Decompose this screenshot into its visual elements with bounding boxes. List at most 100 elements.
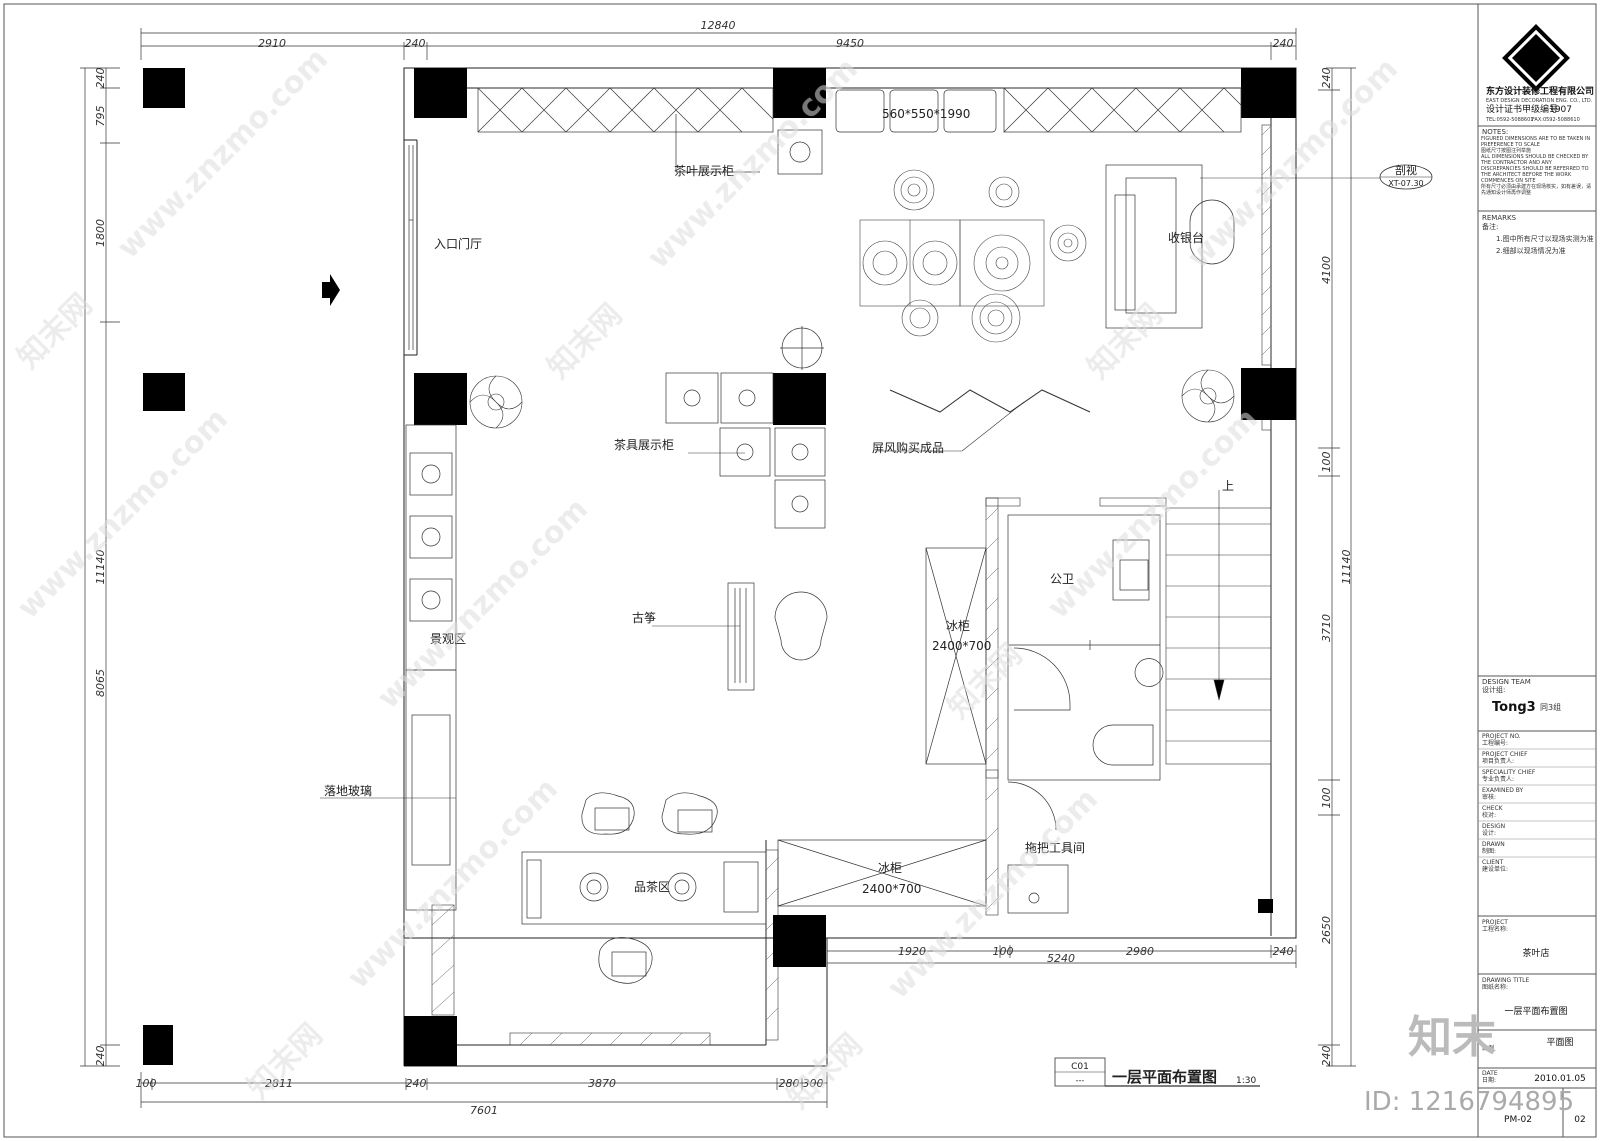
drawing-number: PM-02: [1504, 1115, 1532, 1125]
drawing-tag-sub: ---: [1076, 1076, 1085, 1085]
date-value: 2010.01.05: [1534, 1074, 1586, 1084]
title-block: 东方设计装修工程有限公司 EAST DESIGN DECORATION ENG.…: [1478, 24, 1596, 1137]
dim-right-4: 3710: [1320, 614, 1333, 642]
date-label-cn: 日期:: [1482, 1076, 1496, 1084]
row-project-no-cn: 工程编号:: [1482, 739, 1508, 747]
dim-top-3: 9450: [836, 37, 864, 50]
dim-left-3: 1800: [94, 219, 107, 247]
dim-right-6: 2650: [1320, 916, 1333, 944]
cabinet-size-label: 560*550*1990: [882, 107, 970, 121]
notes-text-cn2: 所有尺寸必须由承建方在现场核实，如有差误，请先通知设计师再作调整: [1481, 184, 1592, 196]
row-design-en: DESIGN: [1482, 823, 1505, 830]
dim-left-4: 8065: [94, 669, 107, 697]
company-fax: FAX:0592-5088610: [1532, 117, 1580, 123]
row-speciality-cn: 专业负责人:: [1482, 775, 1514, 783]
watermark-site: www.znzmo.com: [11, 402, 235, 626]
project-label: PROJECT: [1482, 919, 1508, 926]
dim-left-5: 240: [94, 1046, 107, 1067]
drawing-tag-code: C01: [1071, 1062, 1089, 1072]
fridge2-size: 2400*700: [862, 882, 921, 896]
notes-heading: NOTES:: [1482, 128, 1508, 136]
tea-area-label: 品茶区: [634, 879, 670, 894]
folding-screen: [889, 389, 1091, 413]
corner-watermark-logo: 知末: [1408, 1012, 1496, 1063]
project-label-cn: 工程名称:: [1482, 925, 1508, 933]
watermark-brand: 知末网: [541, 297, 629, 385]
dim-left-overall: 11140: [94, 550, 107, 585]
remarks-heading-cn: 备注:: [1482, 222, 1498, 231]
fridge-1: [925, 547, 987, 765]
corner-watermark-id: ID: 1216794895: [1364, 1087, 1574, 1117]
hatched-walls: [431, 124, 1272, 1046]
cert-no: 1907: [1549, 105, 1572, 115]
project-name: 茶叶店: [1522, 947, 1549, 959]
stump-tables: [859, 169, 1087, 343]
company-tel: TEL:0592-5088601: [1485, 117, 1533, 123]
watermark-site: www.znzmo.com: [371, 492, 595, 716]
row-drawn-en: DRAWN: [1482, 841, 1505, 848]
row-examined-cn: 审核:: [1482, 793, 1496, 801]
glass-label: 落地玻璃: [324, 784, 372, 798]
remarks-heading: REMARKS: [1482, 214, 1517, 222]
refrigerated-cabinets-top: [777, 89, 997, 175]
ref-code-text: XT-07.30: [1388, 179, 1423, 188]
dim-left-1: 240: [94, 68, 107, 89]
fridge2-label: 冰柜: [878, 861, 902, 875]
cert-label: 设计证书甲级编号: [1486, 103, 1558, 115]
dimension-texts: 12840 2910 240 9450 240 11140 240 795 18…: [94, 19, 1353, 1117]
scale-value: 平面图: [1546, 1037, 1573, 1048]
row-check-en: CHECK: [1482, 805, 1504, 812]
row-project-chief-cn: 项目负责人:: [1482, 757, 1514, 765]
dimension-lines: [80, 28, 1356, 1108]
date-label: DATE: [1482, 1070, 1498, 1077]
drawing-tag: C01 --- 一层平面布置图 1:30: [1054, 1057, 1260, 1087]
row-drawn-cn: 制图:: [1482, 847, 1496, 855]
row-check-cn: 校对:: [1482, 811, 1496, 819]
sheet-number: 02: [1574, 1115, 1585, 1125]
watermark-brand: 知末网: [241, 1017, 329, 1105]
dim-top-overall: 12840: [701, 19, 736, 32]
dim-right-2: 4100: [1320, 256, 1333, 284]
dim-bottom-3: 240: [406, 1077, 427, 1090]
cashier-label: 收银台: [1168, 230, 1204, 245]
scale-label: 比例: [1482, 1044, 1494, 1052]
dim-mid-overall: 5240: [1047, 952, 1075, 965]
fridge1-label: 冰柜: [946, 619, 970, 633]
drawing-title: 一层平面布置图: [1504, 1005, 1567, 1017]
company-name-cn: 东方设计装修工程有限公司: [1486, 85, 1594, 97]
landscape-label: 景观区: [430, 632, 466, 646]
company-logo-icon: [1502, 24, 1570, 92]
dim-mid-1: 1920: [898, 945, 926, 958]
design-team-cn: 设计组:: [1482, 685, 1505, 694]
tea-tasting-table: [521, 792, 767, 984]
ref-tag-text: 剖视: [1395, 163, 1417, 177]
dim-bottom-overall: 7601: [470, 1104, 498, 1117]
dim-bottom-1: 100: [136, 1077, 157, 1090]
row-examined-en: EXAMINED BY: [1482, 787, 1524, 794]
dim-mid-3: 2980: [1126, 945, 1154, 958]
floor-glass: [405, 669, 457, 911]
toilet-label: 公卫: [1050, 572, 1074, 586]
row-speciality-en: SPECIALITY CHIEF: [1482, 769, 1536, 776]
row-project-chief-en: PROJECT CHIEF: [1482, 751, 1528, 758]
dim-bottom-6: 300: [803, 1077, 824, 1090]
dim-mid-4: 240: [1273, 945, 1294, 958]
dim-right-1: 240: [1320, 68, 1333, 89]
tea-cabinet-label: 茶叶展示柜: [674, 163, 734, 178]
dim-right-overall: 11140: [1340, 550, 1353, 585]
teaware-display-cabinets: [665, 372, 826, 529]
watermark-site: www.znzmo.com: [1041, 402, 1265, 626]
staircase: [1165, 490, 1272, 765]
round-table: [780, 326, 824, 370]
drawing-title-label-cn: 图纸名称:: [1482, 983, 1508, 991]
dim-right-7: 240: [1320, 1046, 1333, 1067]
cashier-counter: [1105, 164, 1235, 329]
watermark-layer: 知末网 www.znzmo.com 知末网 www.znzmo.com 知末网 …: [11, 42, 1405, 1116]
mop-room-label: 拖把工具间: [1025, 841, 1085, 855]
row-design-cn: 设计:: [1482, 829, 1496, 837]
drawing-name: 一层平面布置图: [1112, 1068, 1217, 1086]
sheet-border: [3, 3, 1597, 1138]
team-name: 同3组: [1540, 702, 1561, 712]
watermark-brand: 知末网: [781, 1027, 869, 1115]
